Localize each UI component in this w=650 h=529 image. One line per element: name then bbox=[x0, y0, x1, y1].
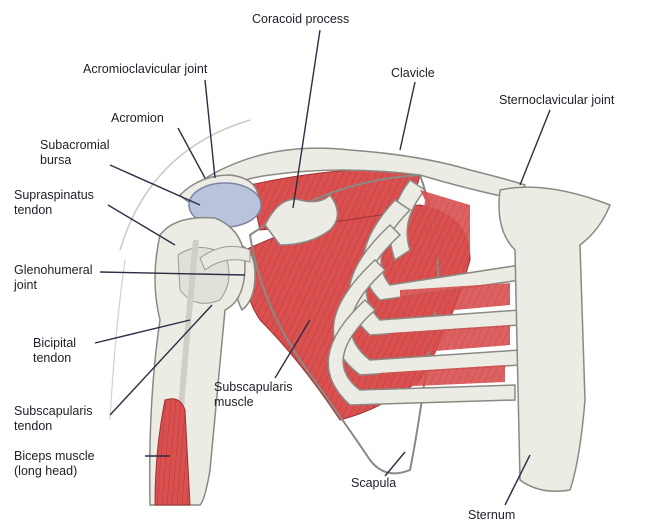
label-sternoclavicular-joint: Sternoclavicular joint bbox=[499, 93, 614, 108]
label-acromioclavicular-joint: Acromioclavicular joint bbox=[83, 62, 207, 77]
label-scapula: Scapula bbox=[351, 476, 396, 491]
leader-supraspinatus-tendon bbox=[108, 205, 175, 245]
label-sternum: Sternum bbox=[468, 508, 515, 523]
label-supraspinatus-tendon: Supraspinatus tendon bbox=[14, 188, 94, 218]
sternum-shape bbox=[499, 187, 610, 491]
body-outline bbox=[110, 260, 125, 420]
leader-subacromial-bursa bbox=[110, 165, 200, 205]
leader-acromioclavicular-joint bbox=[205, 80, 215, 178]
label-biceps-muscle: Biceps muscle (long head) bbox=[14, 449, 95, 479]
label-subscapularis-muscle: Subscapularis muscle bbox=[214, 380, 293, 410]
leader-sternoclavicular-joint bbox=[520, 110, 550, 185]
label-glenohumeral-joint: Glenohumeral joint bbox=[14, 263, 93, 293]
label-coracoid-process: Coracoid process bbox=[252, 12, 349, 27]
label-subacromial-bursa: Subacromial bursa bbox=[40, 138, 109, 168]
label-acromion: Acromion bbox=[111, 111, 164, 126]
label-subscapularis-tendon: Subscapularis tendon bbox=[14, 404, 93, 434]
leader-clavicle bbox=[400, 82, 415, 150]
leader-acromion bbox=[178, 128, 205, 178]
label-clavicle: Clavicle bbox=[391, 66, 435, 81]
label-bicipital-tendon: Bicipital tendon bbox=[33, 336, 76, 366]
